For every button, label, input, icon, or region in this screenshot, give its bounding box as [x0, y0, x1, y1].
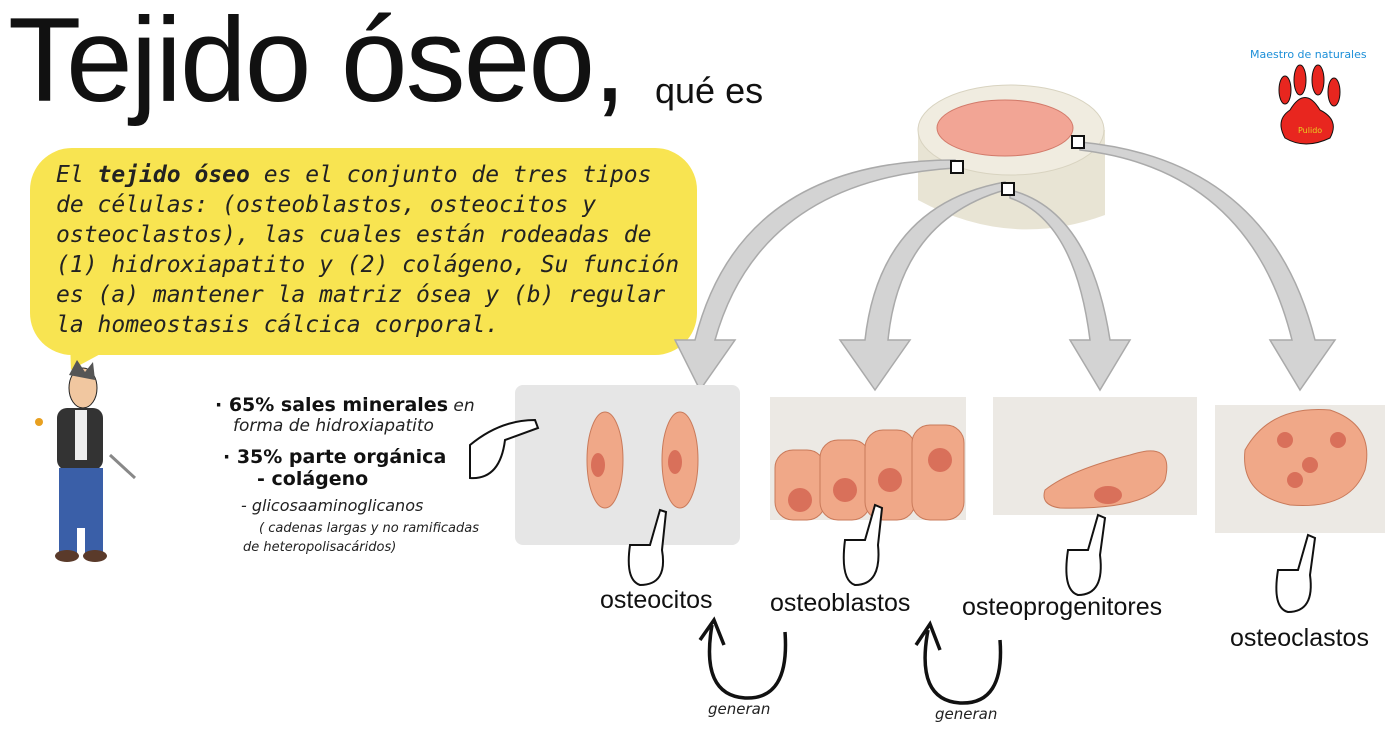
label-osteoclastos: osteoclastos	[1230, 624, 1369, 652]
arrow-osteocitos	[673, 159, 956, 392]
gag-note-1: ( cadenas largas y no ramificadas	[259, 521, 479, 536]
gag-note-2: de heteropolisacáridos)	[243, 540, 397, 555]
composition-list: · 65% sales minerales en forma de hidrox…	[215, 394, 479, 555]
label-osteoblastos: osteoblastos	[770, 589, 911, 617]
cycle-arrows	[698, 616, 1003, 705]
bone-cylinder	[917, 84, 1105, 230]
mineral-form: forma de hidroxiapatito	[233, 416, 434, 436]
pointing-hand-icons	[469, 418, 1317, 614]
mineral-percent: · 65% sales minerales	[215, 394, 449, 416]
marker-square	[1071, 135, 1085, 149]
definition-prefix: El	[56, 162, 98, 188]
label-osteocitos: osteocitos	[600, 586, 713, 614]
organic-percent: · 35% parte orgánica	[223, 446, 447, 468]
panel-osteoblastos	[770, 397, 966, 521]
character-illustration	[35, 360, 137, 562]
arrow-osteoprogenitores	[1009, 189, 1132, 392]
generan-label-2: generan	[935, 705, 998, 723]
arrows	[673, 141, 1337, 392]
logo	[1278, 64, 1341, 145]
arrow-osteoblastos	[838, 181, 1006, 392]
panel-osteoclastos	[1215, 405, 1385, 533]
definition-text: El tejido óseo es el conjunto de tres ti…	[56, 160, 691, 340]
gag-item: - glicosaaminoglicanos	[241, 496, 424, 515]
panel-osteoprogenitores	[993, 397, 1197, 515]
logo-text: Maestro de naturales	[1250, 48, 1367, 61]
collagen-item: - colágeno	[257, 468, 369, 490]
marker-square	[1001, 182, 1015, 196]
label-osteoprogenitores: osteoprogenitores	[962, 593, 1163, 621]
panel-osteocitos	[515, 385, 740, 545]
definition-term: tejido óseo	[97, 162, 250, 188]
mineral-rest: en	[448, 396, 475, 416]
logo-badge: Pulido	[1298, 126, 1323, 135]
marker-square	[950, 160, 964, 174]
speech-bubble	[30, 148, 697, 355]
definition-body: es el conjunto de tres tipos de células:…	[56, 162, 680, 338]
arrow-osteoclastos	[1079, 141, 1337, 392]
generan-label-1: generan	[708, 700, 771, 718]
page-title: Tejido óseo,	[8, 0, 626, 127]
page-subtitle: qué es	[655, 70, 764, 111]
